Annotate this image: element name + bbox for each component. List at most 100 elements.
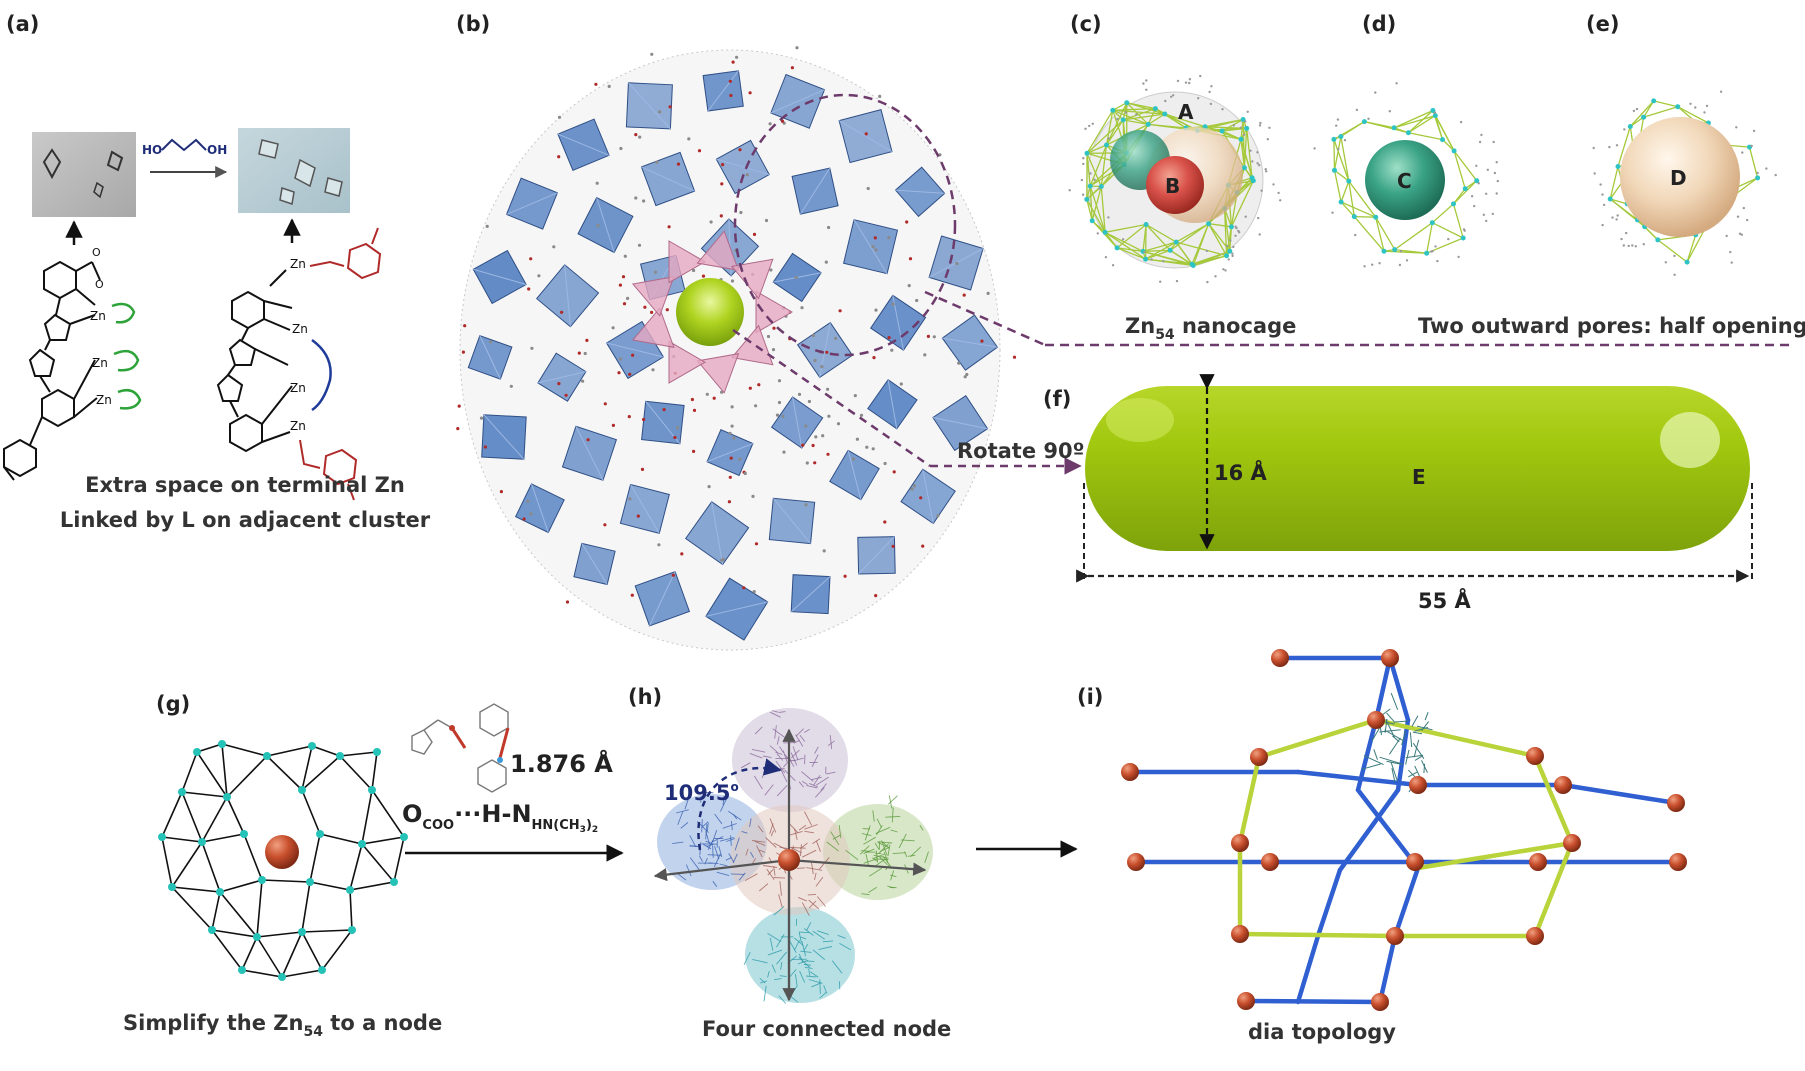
ligand-atom	[739, 210, 743, 215]
zn-atom	[1227, 248, 1233, 254]
cluster-bond	[730, 835, 732, 846]
framework-outline	[459, 49, 1001, 651]
panel-c-caption: Zn54 nanocage	[1125, 314, 1296, 343]
cluster-wire	[1371, 727, 1380, 742]
cage-edge	[1334, 169, 1350, 182]
cluster-bond	[766, 868, 775, 881]
net-vertex	[316, 830, 324, 838]
ligand-atom	[705, 392, 709, 396]
cluster-bond	[752, 840, 766, 843]
ligand-atom	[581, 379, 585, 383]
cluster-bond	[806, 975, 817, 978]
panel-g: (g) Simplify the Zn54 to a node	[123, 692, 442, 1040]
ligand-atom	[1623, 128, 1626, 131]
cluster-bond	[801, 771, 814, 782]
cage-edge	[1629, 100, 1655, 127]
octahedron-edge	[557, 133, 610, 156]
net-vertex	[336, 752, 344, 760]
cage-edge	[1617, 126, 1631, 167]
ligand-atom	[637, 243, 642, 247]
net-edge	[181, 791, 228, 798]
ligand-atom	[463, 324, 467, 328]
ligand-atom	[529, 512, 533, 516]
panel-d: (d) C	[1313, 12, 1500, 268]
net-edge	[196, 743, 223, 753]
cage-edge	[1147, 108, 1156, 125]
ligand-atom	[1159, 280, 1162, 283]
net-edge	[339, 755, 373, 791]
cage-edge	[1686, 234, 1697, 263]
cage-edge	[1453, 150, 1466, 189]
ligand-atom	[456, 427, 460, 431]
cluster-bond	[794, 828, 798, 841]
ligand-atom	[921, 544, 925, 548]
cluster-bond	[800, 844, 802, 857]
cluster-bond	[712, 880, 718, 887]
ligand-atom	[1395, 82, 1398, 85]
dia-link-blue	[1387, 655, 1411, 723]
ligand-atom	[712, 396, 716, 400]
ligand-atom	[709, 220, 713, 224]
octahedron-edge	[847, 450, 862, 500]
ligand-atom	[1197, 97, 1200, 100]
ligand-atom	[912, 484, 917, 488]
octahedron-edge	[483, 414, 525, 460]
ligand-atom	[757, 383, 761, 387]
net-edge	[361, 836, 405, 845]
net-vertex	[308, 742, 316, 750]
zn-atom	[1145, 121, 1151, 127]
ligand-atom	[1336, 118, 1340, 121]
octahedron-edge	[531, 483, 549, 533]
cluster-bond	[782, 750, 788, 762]
dia-node	[1231, 834, 1249, 852]
cage-edge	[1147, 113, 1166, 125]
ligand-atom	[745, 173, 749, 177]
cluster-wire	[1405, 754, 1424, 759]
cluster-wireframe	[672, 710, 929, 1004]
cluster-bond	[732, 853, 738, 864]
ligand-atom	[530, 346, 534, 350]
ligand-atom	[1343, 139, 1347, 142]
cluster-bond	[793, 939, 800, 951]
tetrahedral-angle-label: 109.5o	[664, 780, 739, 805]
ligand-atom	[618, 283, 623, 287]
ligand-atom	[836, 422, 841, 426]
zn-atom	[1440, 137, 1445, 143]
ligand-atom	[611, 326, 615, 330]
cage-edge	[1394, 222, 1433, 251]
ligand-atom	[764, 218, 769, 223]
cage-edge	[1086, 199, 1093, 221]
ligand-atom	[1265, 170, 1268, 173]
cluster-bond	[797, 959, 809, 965]
net-vertex	[400, 833, 408, 841]
ligand-atom	[1249, 149, 1252, 152]
cluster-bond	[790, 752, 798, 766]
central-node-sphere	[778, 849, 800, 871]
cluster-bond	[719, 863, 728, 867]
cluster-bond	[800, 936, 807, 940]
cluster-bond	[903, 851, 908, 858]
ligand-atom	[1664, 261, 1668, 264]
cluster-bond	[798, 953, 804, 963]
zn-atom	[1244, 125, 1250, 131]
ligand-atom	[522, 517, 526, 521]
dia-node	[1563, 834, 1581, 852]
cluster-wire	[1413, 739, 1420, 758]
panel-label-a: (a)	[6, 12, 39, 36]
cluster-wire	[1379, 729, 1401, 733]
ligand-atom	[801, 443, 805, 447]
dia-link-blue	[1355, 717, 1379, 793]
crystal-shape	[106, 150, 124, 172]
cluster-bond	[722, 795, 725, 806]
cage-edge	[1145, 223, 1177, 243]
ligand-atom	[1774, 173, 1777, 177]
net-edge	[301, 931, 323, 971]
cluster-bond	[716, 871, 730, 877]
cluster-bond	[815, 876, 824, 887]
ligand-atom	[872, 356, 876, 360]
net-edge	[266, 745, 313, 757]
cluster-bond	[814, 746, 819, 754]
ligand-atom	[1313, 147, 1316, 150]
zn-atom	[1104, 142, 1109, 148]
cage-edge	[1453, 150, 1478, 182]
